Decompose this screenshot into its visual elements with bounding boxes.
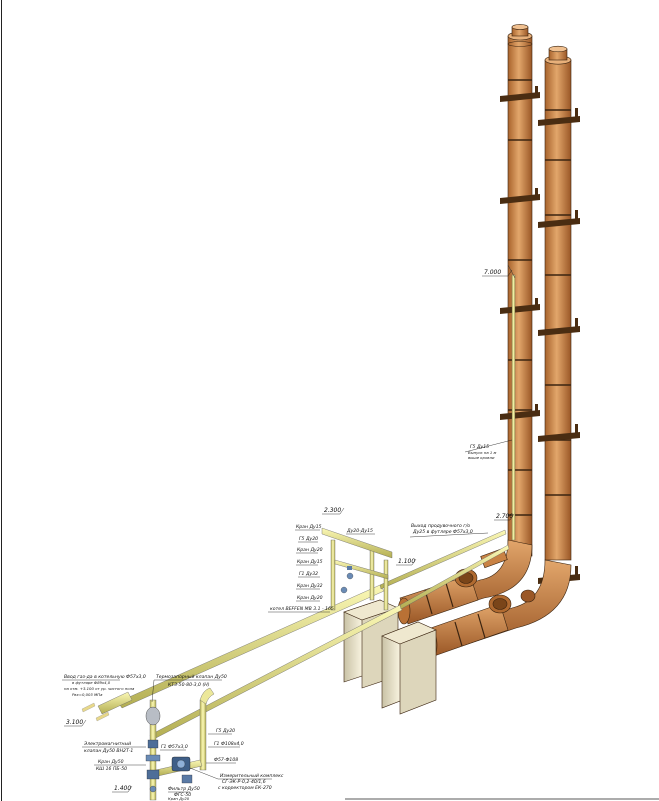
svg-text:Кран Ду50: Кран Ду50 [98, 759, 124, 765]
label-g5-du20-b: Г5 Ду20 [208, 728, 235, 735]
svg-text:на отм. +3.100 от ур. чистого: на отм. +3.100 от ур. чистого пола [64, 686, 135, 691]
svg-text:котел BEFFEN MB 3.1 - 165: котел BEFFEN MB 3.1 - 165 [270, 606, 334, 612]
label-solenoid: Электромагнитный клапан Ду50 ВН2Т-1 [82, 741, 146, 754]
label-g1-57: Г1 Ф57х3,0 [160, 744, 188, 751]
svg-text:КШ 16 ПБ-50: КШ 16 ПБ-50 [96, 766, 127, 772]
label-kran-du50: Кран Ду50 КШ 16 ПБ-50 [94, 759, 146, 772]
boiler-right [381, 621, 437, 715]
svg-text:Электромагнитный: Электромагнитный [83, 741, 131, 747]
elevation-mark-top: 7.000 [482, 269, 513, 277]
svg-text:КТЗ-50-80-3,0 (Н): КТЗ-50-80-3,0 (Н) [168, 682, 210, 688]
filter-icon [181, 774, 193, 784]
label-thermo-valve: Термозапорный клапан Ду50 КТЗ-50-80-3,0 … [151, 674, 227, 703]
elevation-mark-inlet: 3.100 [64, 719, 87, 727]
svg-text:1.400: 1.400 [114, 785, 131, 792]
svg-text:Ввод газ-да в котельную Ф57х3,: Ввод газ-да в котельную Ф57х3,0 [64, 674, 146, 680]
gas-main-line [117, 529, 510, 741]
svg-text:Г5 Ду15: Г5 Ду15 [470, 444, 489, 450]
svg-text:Рвх=0,003 МПа: Рвх=0,003 МПа [72, 692, 103, 697]
elevation-mark-mid: 1.100 [396, 558, 417, 566]
svg-text:Кран Ду20: Кран Ду20 [297, 595, 323, 601]
bracket-icon [500, 86, 540, 420]
valve-icon [145, 706, 161, 793]
chimney-right [538, 45, 580, 584]
svg-text:Ду25 в футляре Ф57х3,0: Ду25 в футляре Ф57х3,0 [412, 529, 473, 535]
svg-text:СГ-ЭК-Р-0,2-40/1,6: СГ-ЭК-Р-0,2-40/1,6 [222, 779, 266, 785]
svg-text:1.100: 1.100 [398, 558, 415, 565]
svg-text:Кран Ду15: Кран Ду15 [297, 559, 323, 565]
svg-text:Г5 Ду20: Г5 Ду20 [216, 728, 235, 734]
svg-text:Г1 Ду32: Г1 Ду32 [299, 571, 318, 577]
arrow-icon [81, 702, 110, 722]
svg-text:Ду20-Ду15: Ду20-Ду15 [346, 528, 373, 534]
svg-text:выше кровли: выше кровли [468, 455, 495, 460]
svg-text:2.300: 2.300 [324, 507, 341, 514]
chimney-left [500, 24, 540, 557]
svg-text:Ф57-Ф108: Ф57-Ф108 [214, 757, 238, 763]
svg-text:Измерительный комплекс: Измерительный комплекс [220, 773, 284, 779]
gas-meter-icon [171, 756, 191, 772]
svg-text:Выход продувочного г/о: Выход продувочного г/о [411, 523, 470, 529]
svg-text:Кран Ду32: Кран Ду32 [297, 583, 323, 589]
svg-text:Фильтр Ду50: Фильтр Ду50 [168, 786, 200, 792]
svg-text:в футляре Ф89х4,0: в футляре Ф89х4,0 [72, 680, 111, 685]
svg-text:Кран Ду15: Кран Ду15 [296, 524, 322, 530]
label-inlet: Ввод газ-да в котельную Ф57х3,0 в футляр… [62, 674, 146, 697]
svg-text:ФГС-50: ФГС-50 [174, 792, 191, 798]
label-f57-108: Ф57-Ф108 [206, 757, 238, 764]
label-list-manifold: Кран Ду15 Ду20-Ду15 Г5 Ду20 Кран Ду20 Кр… [268, 524, 375, 613]
elevation-mark-bottom: 1.400 [112, 785, 133, 793]
gas-inlet-assembly [97, 687, 215, 801]
label-kran-du20-bottom: Кран Ду20 [168, 796, 190, 801]
svg-text:2.700: 2.700 [496, 513, 513, 520]
elevation-mark-upper: 2.300 [322, 507, 345, 515]
svg-text:Г1 Ф57х3,0: Г1 Ф57х3,0 [161, 744, 188, 750]
label-vent-outlet: Выход продувочного г/о Ду25 в футляре Ф5… [409, 523, 489, 538]
label-g1-108: Г1 Ф108х4,0 [208, 741, 244, 748]
gas-vent-riser [507, 264, 516, 541]
svg-text:3.100: 3.100 [66, 719, 83, 726]
svg-text:Г1 Ф108х4,0: Г1 Ф108х4,0 [214, 741, 244, 747]
svg-text:Выпуск на 1 м: Выпуск на 1 м [468, 450, 497, 455]
svg-text:с корректором ЕК-270: с корректором ЕК-270 [218, 785, 272, 791]
svg-text:7.000: 7.000 [484, 269, 501, 276]
elevation-mark-vent: 2.700 [494, 513, 515, 521]
label-filter: Фильтр Ду50 ФГС-50 [168, 786, 200, 798]
label-gas-vent-note: Г5 Ду15 Выпуск на 1 м выше кровли [464, 439, 513, 460]
svg-text:Кран Ду20: Кран Ду20 [168, 796, 190, 801]
svg-text:Кран Ду20: Кран Ду20 [297, 547, 323, 553]
svg-text:Термозапорный клапан Ду50: Термозапорный клапан Ду50 [156, 674, 227, 680]
label-meter: Измерительный комплекс СГ-ЭК-Р-0,2-40/1,… [189, 767, 284, 791]
gas-manifold [321, 527, 393, 611]
svg-text:клапан Ду50 ВН2Т-1: клапан Ду50 ВН2Т-1 [84, 748, 133, 754]
svg-text:Г5 Ду20: Г5 Ду20 [299, 536, 318, 542]
